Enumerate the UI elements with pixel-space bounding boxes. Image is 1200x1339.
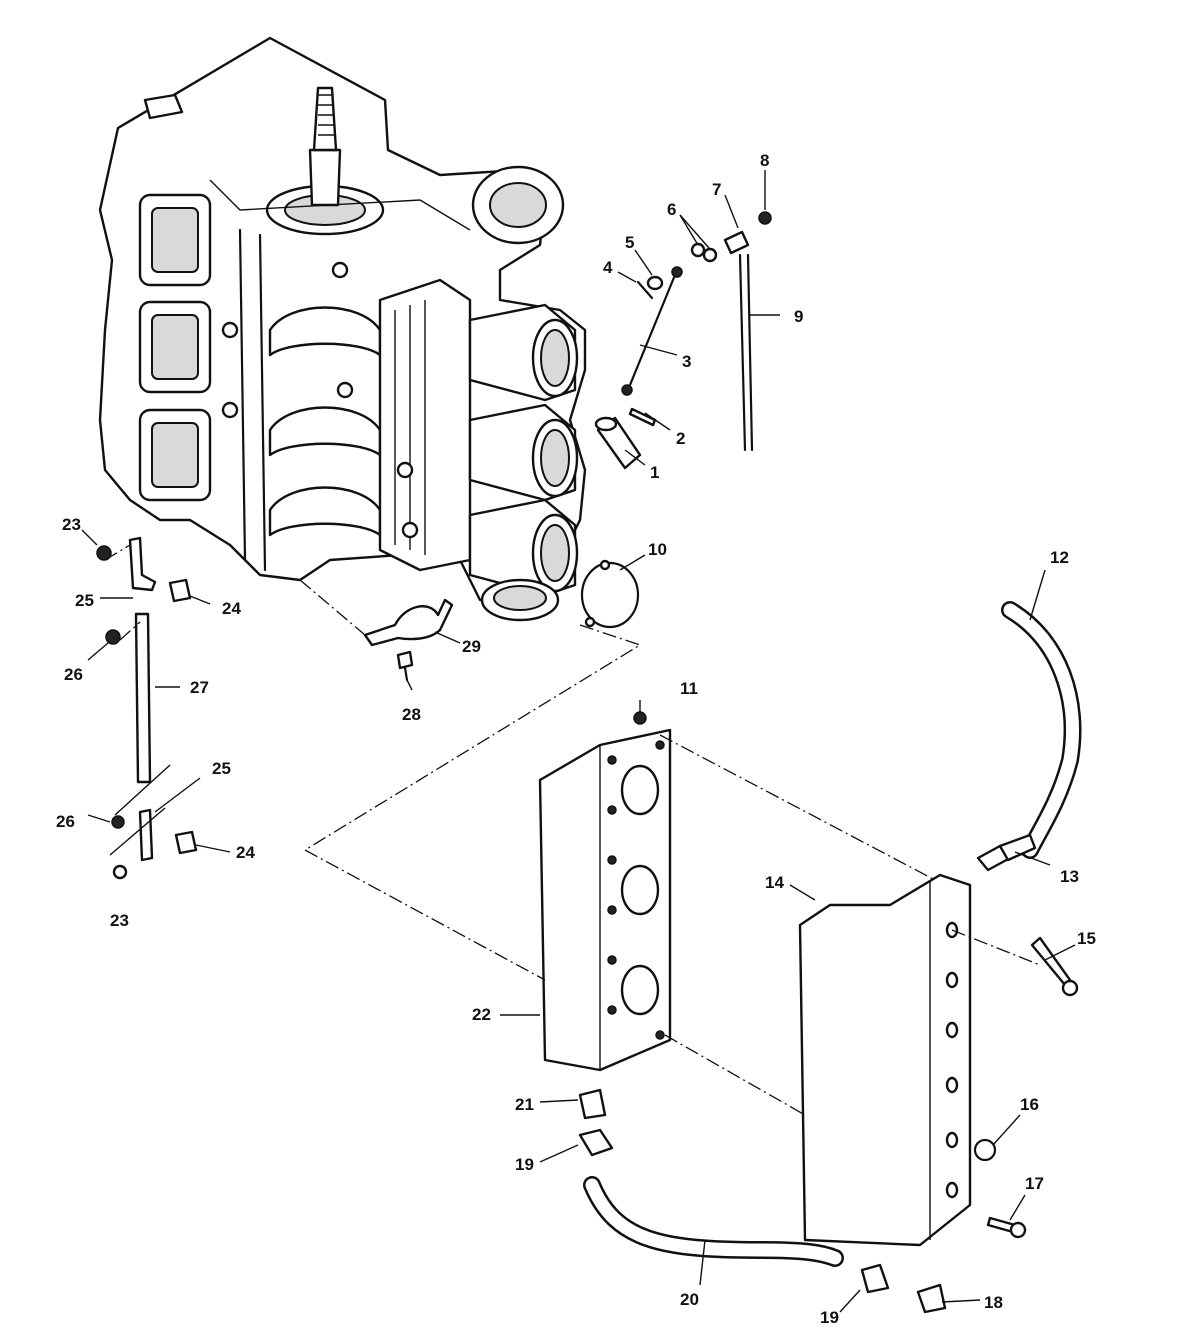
callout-23-top: 23 [62, 515, 81, 534]
callout-9: 9 [794, 307, 803, 326]
callout-22: 22 [472, 1005, 491, 1024]
callout-1: 1 [650, 463, 659, 482]
callout-8: 8 [760, 151, 769, 170]
intake-horn-top [468, 303, 579, 402]
callout-6: 6 [667, 200, 676, 219]
engine-block [98, 36, 587, 622]
callout-20: 20 [680, 1290, 699, 1309]
intake-horn-middle [468, 403, 579, 502]
intake-horn-bottom [468, 498, 579, 622]
callout-17: 17 [1025, 1174, 1044, 1193]
linkage-assembly [96, 536, 198, 880]
callout-25-top: 25 [75, 591, 94, 610]
callout-25-bottom: 25 [212, 759, 231, 778]
callout-2: 2 [676, 429, 685, 448]
divider-plate [538, 728, 672, 1072]
callout-12: 12 [1050, 548, 1069, 567]
check-valve-parts [594, 211, 772, 470]
gasket-ring [580, 559, 640, 629]
callout-11: 11 [680, 679, 698, 698]
callout-18: 18 [984, 1293, 1003, 1312]
water-hose-lower [583, 1176, 844, 1267]
callout-19-right: 19 [820, 1308, 839, 1327]
callout-24-top: 24 [222, 599, 241, 618]
callout-3: 3 [682, 352, 691, 371]
callout-labels: 1 2 3 4 5 6 7 8 9 10 11 12 13 14 15 16 1… [56, 151, 1096, 1327]
callout-29: 29 [462, 637, 481, 656]
small-fittings [578, 711, 1079, 1314]
callout-16: 16 [1020, 1095, 1039, 1114]
water-hose-upper [1001, 601, 1082, 859]
hose-fitting [976, 833, 1037, 872]
leader-lines [81, 170, 1076, 1313]
callout-26-top: 26 [64, 665, 83, 684]
callout-4: 4 [603, 258, 613, 277]
assembly-guide-lines [104, 544, 1041, 1116]
callout-10: 10 [648, 540, 667, 559]
callout-26-bottom: 26 [56, 812, 75, 831]
callout-13: 13 [1060, 867, 1079, 886]
callout-7: 7 [712, 180, 721, 199]
callout-19-left: 19 [515, 1155, 534, 1174]
callout-21: 21 [515, 1095, 534, 1114]
callout-24-bottom: 24 [236, 843, 255, 862]
exhaust-cover [798, 873, 972, 1247]
callout-14: 14 [765, 873, 784, 892]
callout-15: 15 [1077, 929, 1096, 948]
callout-5: 5 [625, 233, 634, 252]
callout-27: 27 [190, 678, 209, 697]
callout-28: 28 [402, 705, 421, 724]
callout-23-bottom: 23 [110, 911, 129, 930]
clamp-bracket [363, 598, 454, 682]
